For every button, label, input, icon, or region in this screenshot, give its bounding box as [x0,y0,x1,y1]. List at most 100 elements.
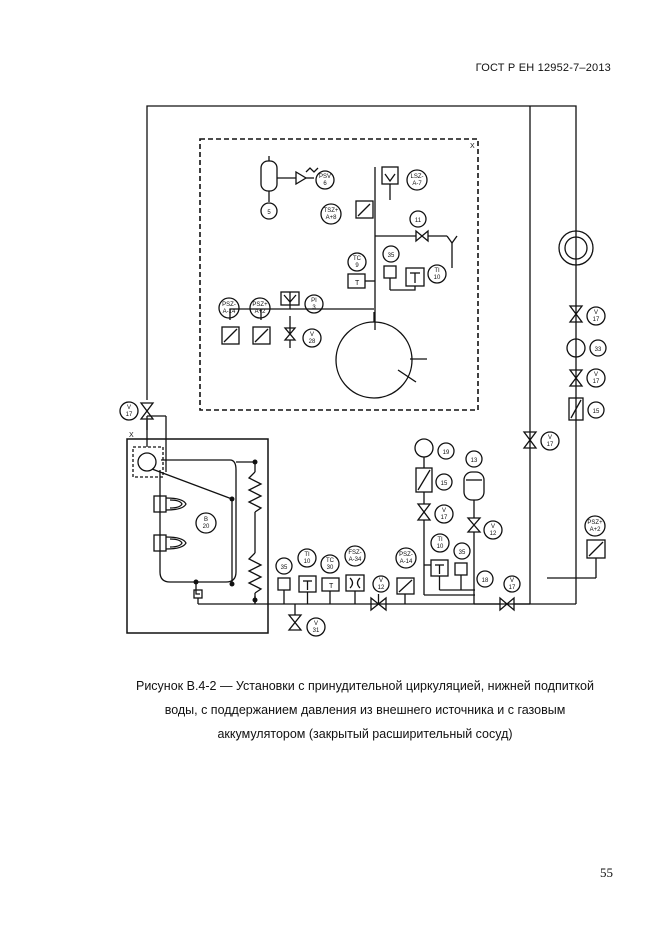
valve-17-bottom-right [499,596,515,612]
instrument-psz2-right: PSZ+A+2 [584,515,606,537]
svg-text:6: 6 [323,181,327,187]
svg-text:19: 19 [443,450,450,456]
instrument-v12-bot: V12 [372,575,390,593]
svg-text:15: 15 [593,409,600,415]
caption-line-3: аккумулятором (закрытый расширительный с… [217,727,513,741]
instrument-v11: 11 [409,210,427,228]
svg-text:TI: TI [437,537,443,543]
valve-17-right-2 [568,369,584,387]
svg-text:V: V [379,578,383,584]
pipework [146,105,577,605]
svg-text:A+2: A+2 [590,527,602,533]
instrument-g13: 13 [465,450,483,468]
svg-text:A-14: A-14 [400,559,413,565]
svg-text:PSZ+: PSZ+ [252,302,268,308]
filter-15-right [568,397,584,421]
c35-top-box [383,265,397,279]
svg-text:V: V [127,405,131,411]
svg-text:T: T [355,280,360,287]
svg-text:35: 35 [388,253,395,259]
instrument-c35-bot: 35 [275,557,293,575]
instrument-v28: V28 [302,328,322,348]
svg-text:FSZ-: FSZ- [348,550,361,556]
svg-text:A-7: A-7 [412,181,422,187]
svg-text:12: 12 [490,531,497,537]
svg-text:20: 20 [203,524,210,530]
level-switch-box [381,166,399,200]
boiler-drum [335,321,413,399]
svg-text:TI: TI [434,268,440,274]
fsz34-box [345,574,365,592]
svg-text:11: 11 [415,218,422,224]
svg-text:TSZ+: TSZ+ [324,208,339,214]
instrument-v17-bot-right: V17 [503,575,521,593]
instrument-v17-right-1: V17 [586,306,606,326]
document-id: ГОСТ Р ЕН 12952-7–2013 [475,62,611,74]
caption-line-1: Рисунок В.4-2 — Установки с принудительн… [135,679,594,693]
svg-text:V: V [510,578,514,584]
temperature-switch-box [355,200,374,219]
instrument-c35-top: 35 [382,245,400,263]
svg-text:17: 17 [547,442,554,448]
svg-text:PSZ-: PSZ- [399,552,413,558]
svg-text:10: 10 [304,559,311,565]
valve-28 [283,327,297,341]
svg-text:3: 3 [312,305,316,311]
svg-text:17: 17 [593,317,600,323]
valve-12-bottom [370,596,387,612]
instrument-b20: B20 [195,512,217,534]
svg-text:B: B [204,517,208,523]
valve-17-left [139,402,155,420]
svg-text:A+8: A+8 [326,215,338,221]
svg-text:30: 30 [327,565,334,571]
svg-text:13: 13 [471,458,478,464]
feed-pump-19 [414,438,434,458]
svg-text:35: 35 [281,565,288,571]
instrument-lsz: LSZ-A-7 [406,169,428,191]
instrument-v17-right-2: V17 [586,368,606,388]
instrument-psz14-top: PSZ-A-14 [218,297,240,319]
svg-text:35: 35 [459,550,466,556]
svg-text:17: 17 [509,585,516,591]
instrument-n18: 18 [476,570,494,588]
psz2-right-box [586,539,606,559]
boundary-mark-upper: X [470,143,475,150]
svg-text:A-34: A-34 [349,557,362,563]
valve-31 [287,614,303,631]
burner-upper [153,495,187,513]
svg-text:LSZ-: LSZ- [410,174,423,180]
svg-text:V: V [594,310,598,316]
svg-text:PSZ-: PSZ- [222,302,236,308]
svg-text:18: 18 [482,578,489,584]
svg-text:10: 10 [437,544,444,550]
page-number: 55 [600,865,613,880]
instrument-v12-mid: V12 [483,520,503,540]
c35-bot-box [277,577,291,591]
instrument-c35-mid: 35 [453,542,471,560]
gas-accumulator-13 [463,471,485,501]
instrument-f15-mid: 15 [435,473,453,491]
instrument-v17-vertical: V17 [540,431,560,451]
lower-boundary [132,446,164,478]
svg-text:A-14: A-14 [223,309,236,315]
svg-text:33: 33 [595,347,602,353]
valve-17-vertical [522,431,538,449]
consumer-heat-exchanger [558,230,594,266]
psz-top-b [252,326,271,345]
circulation-pump [137,452,157,472]
svg-text:TC: TC [326,558,335,564]
instrument-f15-right: 15 [587,401,605,419]
safety-valve-psv [295,167,319,186]
instrument-v31: V31 [306,617,326,637]
instrument-tsz: TSZ+A+8 [320,203,342,225]
svg-text:PSZ+: PSZ+ [587,520,603,526]
upper-boundary [199,138,479,411]
boiler-enclosure [126,438,269,634]
svg-text:TC: TC [353,256,362,262]
svg-text:A+2: A+2 [255,309,267,315]
svg-text:TI: TI [304,552,310,558]
svg-text:12: 12 [378,585,385,591]
